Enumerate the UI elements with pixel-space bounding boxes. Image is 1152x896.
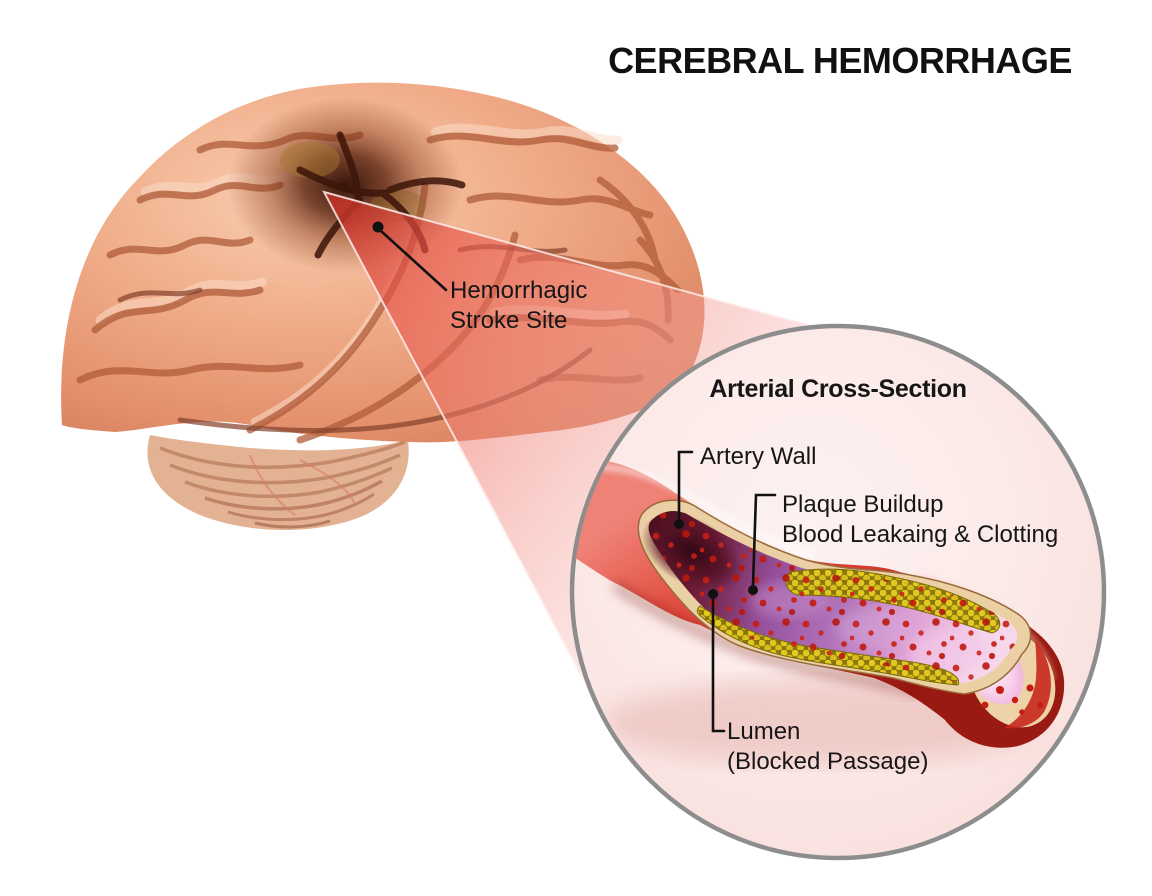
cerebellum: [147, 435, 409, 530]
label-lumen-line2: (Blocked Passage): [727, 748, 929, 775]
label-plaque-line1: Plaque Buildup: [782, 491, 944, 518]
label-plaque-buildup: Plaque Buildup Blood Leakaing & Clotting: [782, 490, 1058, 550]
leader-artery-wall: [674, 450, 694, 529]
leader-plaque: [748, 493, 777, 595]
label-hemorrhagic-stroke-site: Hemorrhagic Stroke Site: [450, 276, 587, 336]
label-plaque-line2: Blood Leakaing & Clotting: [782, 521, 1059, 548]
blood-cells-open-end: [981, 684, 1043, 715]
blood-cells-overlay: [648, 510, 1018, 683]
leader-lumen: [708, 589, 726, 733]
page-title: CEREBRAL HEMORRHAGE: [608, 40, 1072, 81]
label-lumen-line1: Lumen: [727, 718, 801, 745]
artery-cross-section: [574, 458, 1065, 764]
label-hemorrhagic-line1: Hemorrhagic: [450, 277, 588, 304]
label-lumen: Lumen (Blocked Passage): [727, 717, 928, 777]
label-hemorrhagic-line2: Stroke Site: [450, 307, 568, 334]
leader-hemorrhagic-stroke-site: [372, 221, 448, 292]
label-artery-wall: Artery Wall: [700, 443, 817, 470]
inset-title: Arterial Cross-Section: [709, 375, 967, 403]
